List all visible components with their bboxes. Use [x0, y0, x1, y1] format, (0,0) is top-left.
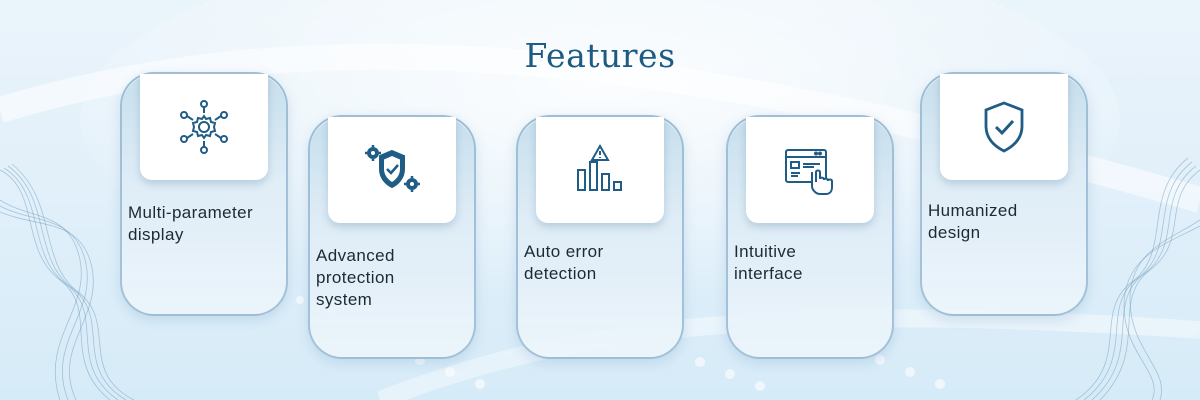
right-wave-mesh — [1075, 157, 1200, 400]
feature-label: Intuitive interface — [734, 242, 803, 283]
page-title: Features — [524, 36, 676, 75]
network-gear-icon — [180, 100, 228, 154]
feature-label: Advanced protection system — [316, 246, 395, 309]
feature-label: Multi-parameter display — [128, 203, 254, 244]
feature-label: Auto error detection — [524, 242, 604, 283]
shield-check-icon — [984, 101, 1024, 153]
feature-icon-tile — [746, 117, 874, 223]
shield-gears-icon — [365, 145, 420, 192]
feature-card-humanized-design: Humanized design — [920, 72, 1088, 316]
feature-card-intuitive-interface: Intuitive interface — [726, 115, 894, 359]
alert-bar-chart-icon — [577, 143, 622, 191]
feature-icon-tile — [940, 74, 1068, 180]
feature-icon-tile — [140, 74, 268, 180]
left-wave-mesh — [0, 163, 135, 400]
feature-icon-tile — [328, 117, 456, 223]
feature-card-advanced-protection: Advanced protection system — [308, 115, 476, 359]
feature-icon-tile — [536, 117, 664, 223]
feature-card-auto-error: Auto error detection — [516, 115, 684, 359]
browser-click-icon — [785, 149, 833, 195]
feature-card-multi-parameter: Multi-parameter display — [120, 72, 288, 316]
feature-label: Humanized design — [928, 201, 1018, 242]
